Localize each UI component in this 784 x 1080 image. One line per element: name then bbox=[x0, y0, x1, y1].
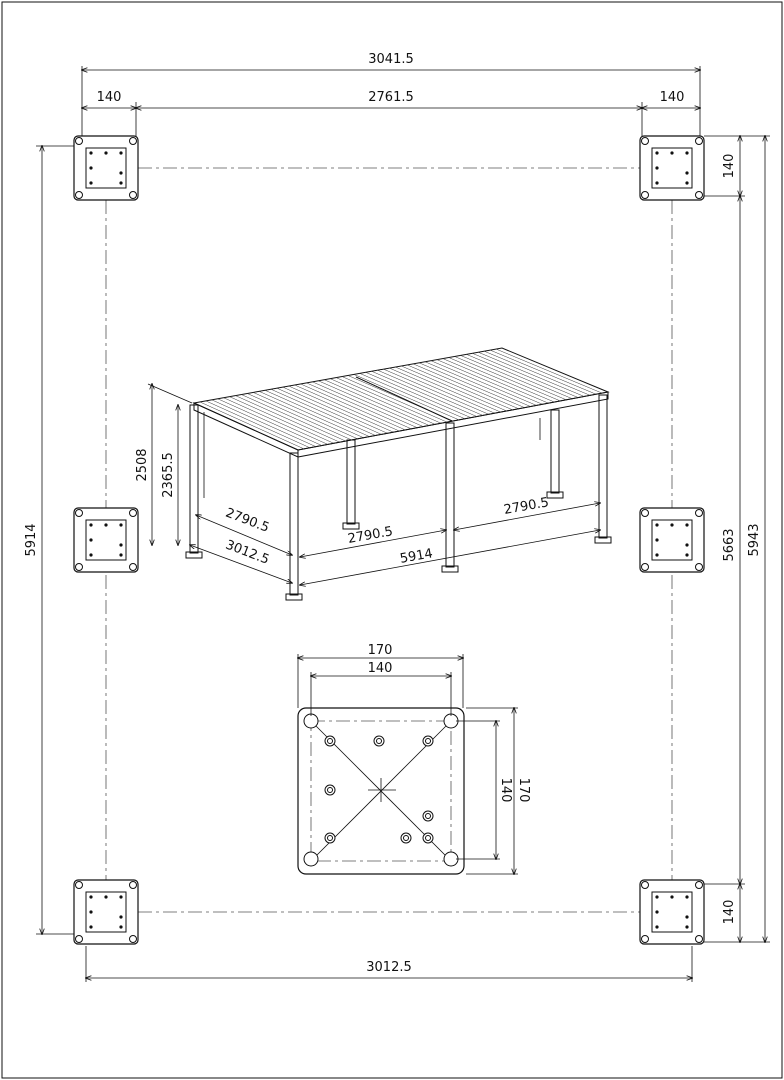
dim-right: 5943 5663 140 140 bbox=[704, 136, 770, 942]
dim-label-top-left-offset: 140 bbox=[97, 90, 122, 105]
dim-label-bottom-overall: 3012.5 bbox=[366, 960, 412, 975]
dim-label-top-overall: 3041.5 bbox=[368, 52, 414, 67]
dim-label-front-bay-left: 2790.5 bbox=[347, 524, 394, 547]
dim-label-right-inner: 5663 bbox=[722, 528, 737, 561]
plate-top-left bbox=[73, 135, 139, 201]
dim-label-plate-inner-width: 140 bbox=[368, 661, 393, 676]
plate-detail: 170 140 140 170 bbox=[298, 643, 531, 874]
dim-label-right-top-offset: 140 bbox=[722, 154, 737, 179]
post-back-left bbox=[189, 404, 199, 554]
plate-bottom-left bbox=[73, 879, 139, 945]
base-plates bbox=[73, 135, 705, 945]
post-front-mid bbox=[445, 422, 455, 568]
post-front-left bbox=[289, 452, 299, 596]
post-back-mid bbox=[346, 439, 356, 525]
dim-label-right-bottom-offset: 140 bbox=[722, 900, 737, 925]
dim-top-overall: 3041.5 bbox=[82, 52, 700, 140]
dim-label-right-overall: 5943 bbox=[747, 523, 762, 556]
dim-bottom-overall: 3012.5 bbox=[86, 946, 692, 982]
dim-label-plate-outer-width: 170 bbox=[368, 643, 393, 658]
dim-left-overall: 5914 bbox=[24, 146, 80, 934]
dim-label-top-right-offset: 140 bbox=[660, 90, 685, 105]
dim-label-plate-outer-height: 170 bbox=[516, 778, 531, 803]
plate-mid-right bbox=[639, 507, 705, 573]
post-front-right bbox=[598, 394, 608, 539]
dim-label-height-inner: 2365.5 bbox=[161, 452, 176, 498]
dim-label-length: 5914 bbox=[399, 546, 434, 567]
pergola-view: 2508 2365.5 2790.5 3012.5 2790.5 2790.5 … bbox=[135, 347, 612, 601]
plate-mid-left bbox=[73, 507, 139, 573]
plate-bottom-right bbox=[639, 879, 705, 945]
dim-label-depth: 3012.5 bbox=[223, 538, 271, 568]
dim-label-plate-inner-height: 140 bbox=[498, 778, 513, 803]
dim-label-top-middle: 2761.5 bbox=[368, 90, 414, 105]
dim-label-front-bay-right: 2790.5 bbox=[503, 495, 550, 518]
dim-top-segments: 140 2761.5 140 bbox=[82, 90, 700, 140]
dim-label-side-bay: 2790.5 bbox=[223, 506, 271, 536]
center-lines bbox=[88, 150, 700, 930]
plate-top-right bbox=[639, 135, 705, 201]
post-back-right bbox=[550, 409, 560, 494]
dim-label-height-outer: 2508 bbox=[135, 448, 150, 481]
pergola-roof bbox=[192, 347, 610, 451]
dim-label-left-overall: 5914 bbox=[24, 523, 39, 556]
